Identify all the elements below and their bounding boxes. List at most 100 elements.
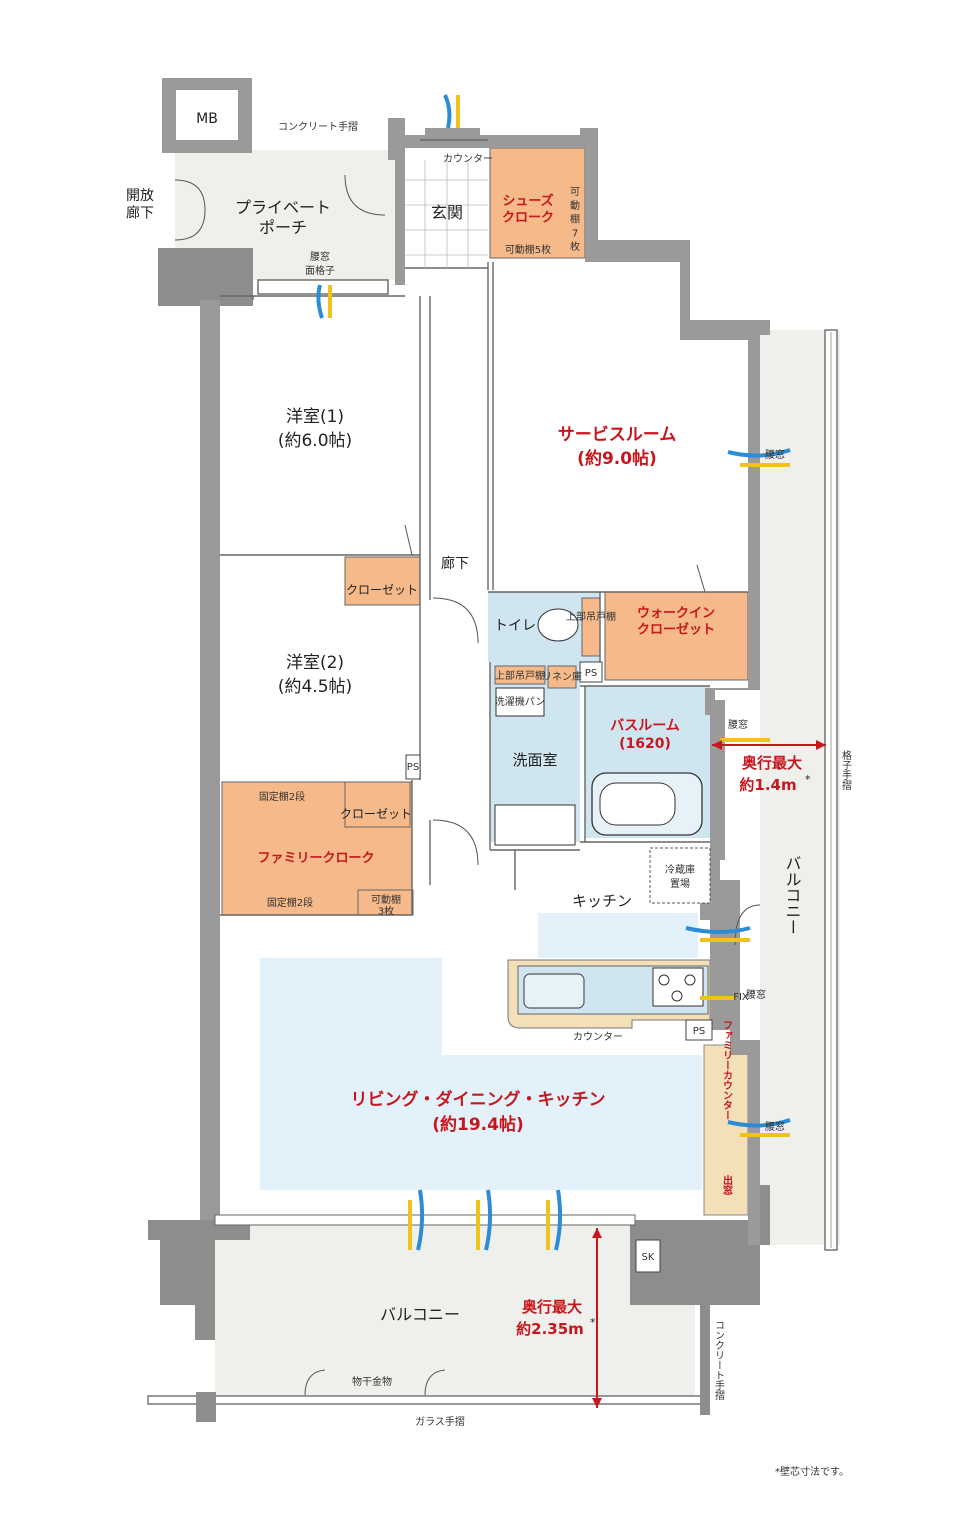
column-nw xyxy=(158,248,253,306)
movable-shelf-5-label: 可動棚5枚 xyxy=(505,243,551,256)
open-corridor-label: 開放廊下 xyxy=(126,188,154,222)
bathroom-size: (1620) xyxy=(619,736,671,752)
wall-entry-top xyxy=(388,118,580,160)
depth-arrow-south xyxy=(592,1228,602,1408)
sk-label: SK xyxy=(642,1252,655,1263)
upper-cabinet-wash xyxy=(494,665,546,685)
toilet-label: トイレ xyxy=(494,618,536,634)
ps-box-2 xyxy=(685,1019,713,1041)
kitchen-floor-tint xyxy=(538,913,698,958)
ps-box-1 xyxy=(579,661,603,683)
toilet-cabinet xyxy=(581,597,601,657)
closet-2-area xyxy=(344,781,411,828)
private-porch-label: プライベートポーチ xyxy=(235,198,331,237)
wall-entry-left xyxy=(395,160,405,285)
column-east xyxy=(760,1185,770,1245)
linen-cabinet xyxy=(547,665,577,689)
kitchen-label: キッチン xyxy=(572,892,632,910)
glass-rail-label: ガラス手摺 xyxy=(415,1415,465,1428)
stove xyxy=(652,967,704,1007)
glass-rail xyxy=(147,1395,709,1405)
closet-1-area xyxy=(344,556,421,606)
depth-east-value: 約1.4m xyxy=(739,776,796,794)
wall-west xyxy=(200,300,220,1220)
burner-3 xyxy=(671,990,683,1002)
closet-1-label: クローゼット xyxy=(346,583,418,597)
laundry-pan-label: 洗濯機パン xyxy=(495,695,546,708)
column-sw xyxy=(148,1220,250,1340)
family-counter-area xyxy=(703,1044,749,1216)
lattice-rail-label: 格子手摺 xyxy=(840,749,852,791)
family-counter-label: ファミリーカウンター xyxy=(721,1020,733,1120)
rail-post-left xyxy=(196,1392,216,1422)
upper-cabinet-wash-label: 上部吊戸棚 xyxy=(495,669,545,682)
burner-2 xyxy=(684,974,696,986)
mb-box xyxy=(176,90,238,140)
linen-label: リネン庫 xyxy=(542,670,582,683)
waist-window-lattice-label: 腰窓面格子 xyxy=(305,250,335,277)
footnote: *壁芯寸法です。 xyxy=(775,1465,849,1478)
balcony-south-floor xyxy=(215,1225,695,1395)
western-room-2-size: (約4.5帖) xyxy=(278,677,352,697)
service-room-label: サービスルーム xyxy=(558,425,677,445)
fix-window-label: FIX xyxy=(733,992,749,1003)
walk-in-closet-label: ウォークインクローゼット xyxy=(637,606,715,637)
depth-east-label: 奥行最大 xyxy=(742,754,802,772)
concrete-rail-right-label: コンクリート手摺 xyxy=(713,1320,725,1401)
western-room-1-label: 洋室(1) xyxy=(286,407,344,427)
clothes-hanger-label: 物干金物 xyxy=(352,1375,392,1388)
bathroom-label: バスルーム xyxy=(610,718,680,734)
corridor-label: 廊下 xyxy=(441,555,469,572)
ps-box-3 xyxy=(405,754,421,780)
western-room-1-size: (約6.0帖) xyxy=(278,431,352,451)
waist-window-label-1: 腰窓 xyxy=(765,448,785,461)
ps-label-1: PS xyxy=(585,668,597,679)
waist-window-label-4: 腰窓 xyxy=(765,1120,785,1133)
wall-east xyxy=(580,128,770,1245)
entry-tiles xyxy=(405,160,488,268)
balcony-south-label: バルコニー xyxy=(380,1305,460,1324)
ldk-area xyxy=(260,958,702,1190)
hall-label: 玄関 xyxy=(431,203,463,222)
fridge-label: 冷蔵庫置場 xyxy=(665,863,695,890)
counter-kitchen-label: カウンター xyxy=(573,1031,623,1043)
washroom-label: 洗面室 xyxy=(512,751,557,769)
sink xyxy=(523,973,585,1009)
shoe-cloak-area xyxy=(489,147,586,259)
bathtub-inner xyxy=(599,782,676,826)
western-room-2-label: 洋室(2) xyxy=(286,653,344,673)
door-swings xyxy=(174,174,761,1396)
bay-window-label: 出窓 xyxy=(721,1174,733,1195)
sk-box xyxy=(635,1239,661,1273)
ldk-label: リビング・ダイニング・キッチン xyxy=(351,1089,606,1110)
rail-post-right xyxy=(700,1305,710,1415)
closet-2-label: クローゼット xyxy=(340,807,412,821)
walk-in-closet-area xyxy=(604,591,749,681)
laundry-pan xyxy=(495,687,545,717)
fixed-shelf-bottom-label: 固定棚2段 xyxy=(267,896,313,909)
fixed-shelf-top-label: 固定棚2段 xyxy=(259,790,305,803)
depth-south-value: 約2.35m xyxy=(516,1320,584,1338)
burner-1 xyxy=(658,974,670,986)
wall-south xyxy=(214,1214,636,1226)
waist-window-label-3: 腰窓 xyxy=(746,988,766,1001)
waist-window-label-2: 腰窓 xyxy=(728,718,748,731)
airflow-arrows xyxy=(316,94,791,1251)
shoe-cloak-label: シューズクローク xyxy=(502,193,554,225)
concrete-rail-top-label: コンクリート手摺 xyxy=(278,120,358,133)
mb-label: MB xyxy=(196,111,218,127)
depth-east-asterisk: * xyxy=(805,773,811,786)
ldk-size: (約19.4帖) xyxy=(432,1114,523,1135)
service-room-size: (約9.0帖) xyxy=(577,448,657,469)
toilet-bowl xyxy=(537,608,579,642)
family-cloak-label: ファミリークローク xyxy=(257,851,374,866)
ps-label-3: PS xyxy=(407,762,419,773)
depth-south-asterisk: * xyxy=(590,1316,596,1329)
movable-shelf-3-box xyxy=(357,889,414,916)
fridge-space xyxy=(649,847,711,904)
depth-south-label: 奥行最大 xyxy=(522,1298,582,1316)
balcony-east-label: バルコニー xyxy=(783,855,802,935)
